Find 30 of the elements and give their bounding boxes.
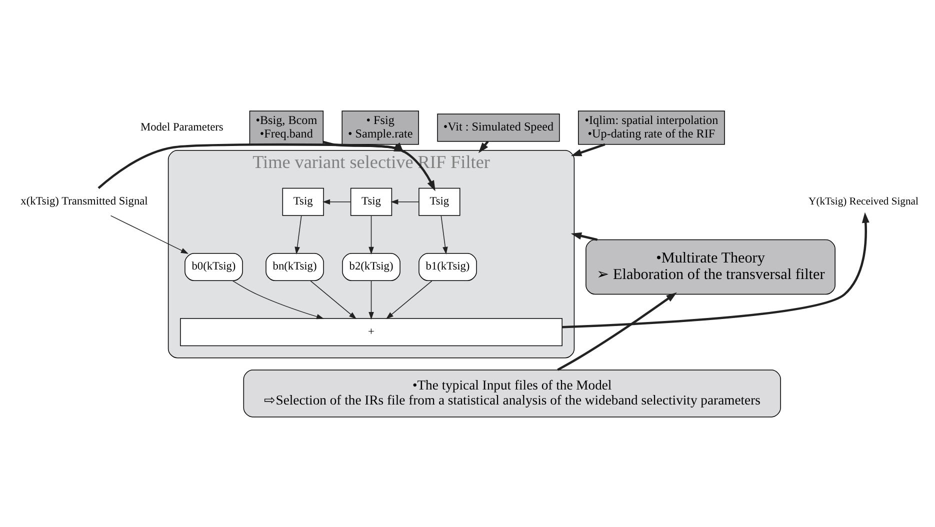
arrow [232, 280, 324, 319]
node-box: + [180, 318, 562, 346]
node-box: Tsig [350, 187, 392, 216]
arrow [440, 214, 448, 254]
node-box: • Fsig • Sample.rate [341, 110, 418, 144]
node-text: Y(kTsig) Received Signal [808, 196, 918, 208]
node-box: b0(kTsig) [184, 252, 242, 281]
node-box: b2(kTsig) [342, 252, 400, 281]
node-box: bn(kTsig) [265, 252, 324, 281]
node-box: •The typical Input files of the Model ⇨Selection of the IRs file from a statistical analysis of the wideband selectivity parameters [242, 369, 780, 417]
arrow [570, 142, 605, 156]
node-box: b1(kTsig) [418, 252, 476, 281]
arrow [368, 214, 374, 254]
arrow [294, 214, 302, 254]
node-box: Tsig [418, 187, 460, 216]
arrow [110, 214, 188, 254]
arrow [562, 212, 869, 328]
node-box: Tsig [282, 187, 324, 216]
arrow [310, 280, 356, 319]
node-box: •Vit : Simulated Speed [436, 113, 560, 142]
node-text: x(kTsig) Transmitted Signal [20, 195, 148, 208]
node-box: •Iqlim: spatial interpolation •Up-dating rate of the RIF [578, 110, 724, 144]
arrow [570, 232, 598, 240]
arrow [385, 280, 432, 319]
arrow [368, 280, 374, 320]
arrow [390, 198, 419, 204]
node-box: •Bsig, Bcom •Freq.band [248, 110, 324, 144]
arrow [322, 198, 351, 204]
label: Model Parameters [140, 120, 223, 133]
node-box: •Multirate Theory ➢ Elaboration of the transversal filter [585, 238, 835, 294]
